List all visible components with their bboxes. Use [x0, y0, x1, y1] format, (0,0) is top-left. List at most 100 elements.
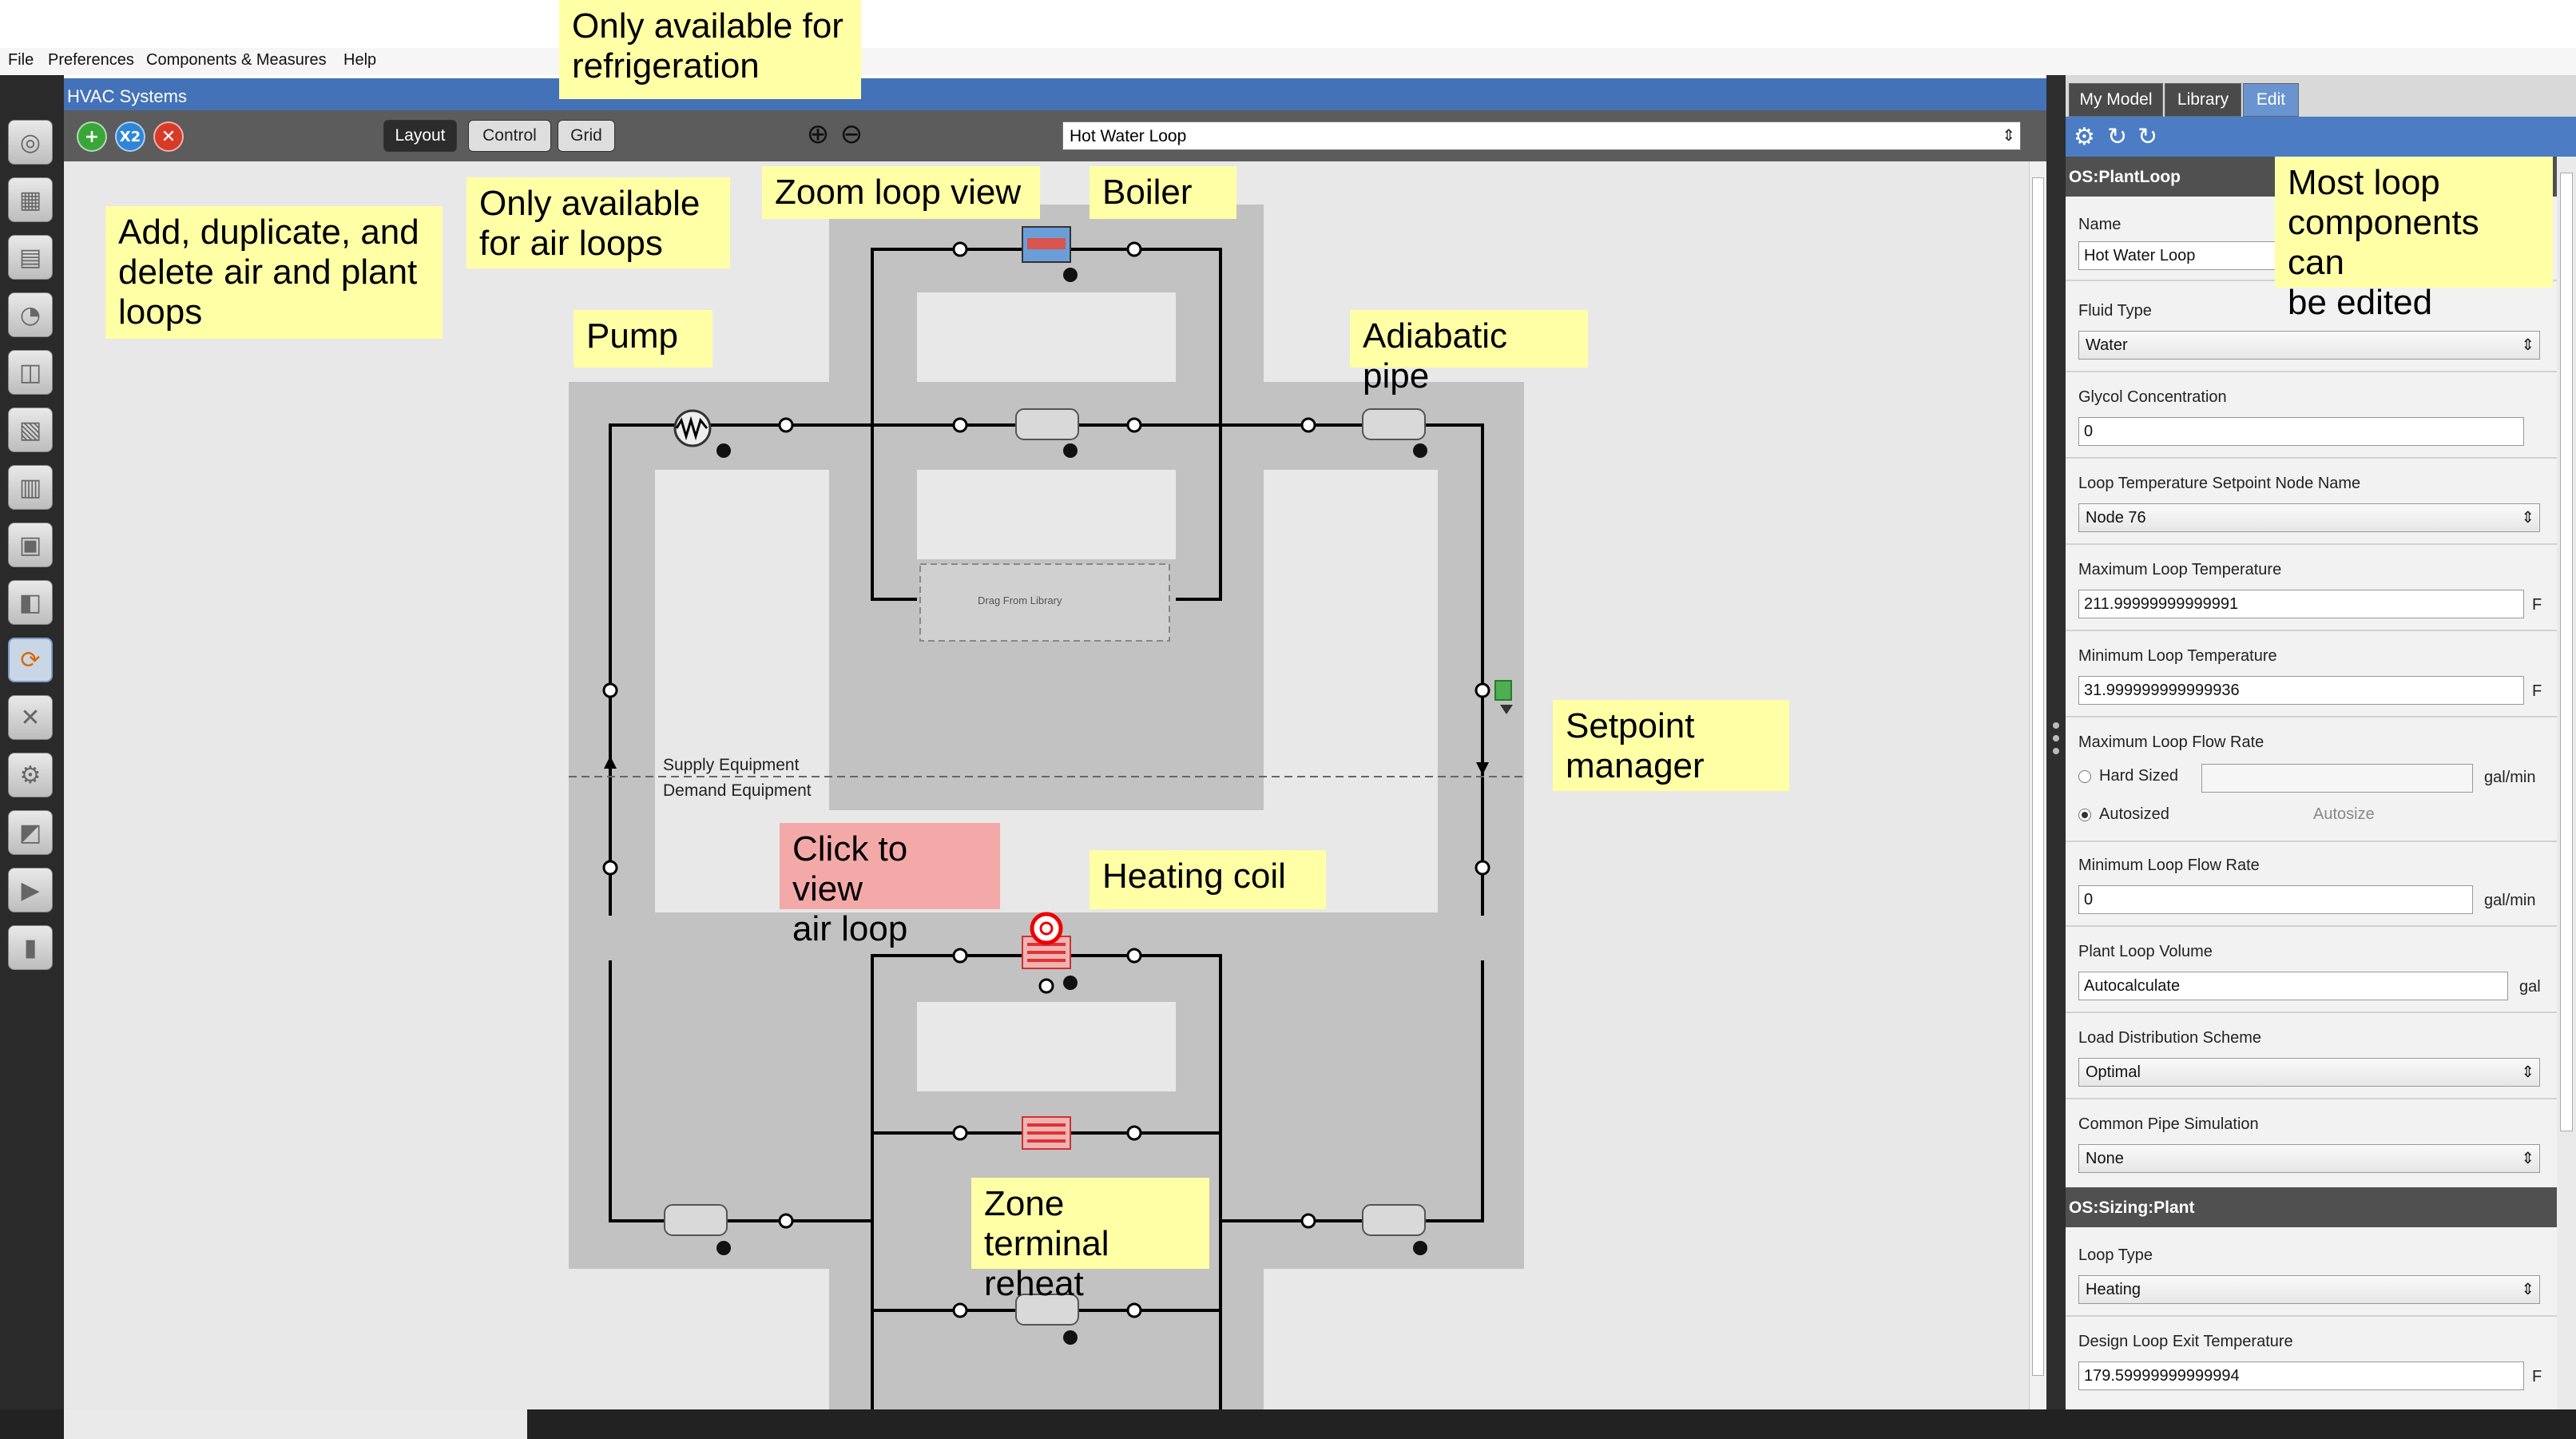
select-arrow-icon: ⇕	[2002, 125, 2015, 145]
pump-icon[interactable]	[673, 409, 712, 447]
schedules-icon[interactable]: ▦	[8, 177, 53, 222]
min-temp-label: Minimum Loop Temperature	[2078, 647, 2277, 665]
menu-help[interactable]: Help	[343, 51, 377, 69]
thermal-zones-icon[interactable]: ◧	[8, 580, 53, 625]
setpoint-node-select[interactable]: Node 76⇕	[2078, 503, 2540, 532]
callout-adiabatic-pipe: Adiabatic pipe	[1350, 310, 1588, 396]
measures-icon[interactable]: ◩	[8, 810, 53, 855]
load-distribution-value: Optimal	[2086, 1063, 2141, 1081]
loads-icon[interactable]: ◔	[8, 292, 53, 337]
simulation-settings-icon[interactable]: ⚙	[8, 753, 53, 797]
add-loop-button[interactable]: +	[77, 121, 107, 152]
loop-type-value: Heating	[2086, 1281, 2141, 1298]
select-arrow-icon: ⇕	[2521, 1148, 2534, 1167]
layout-button[interactable]: Layout	[383, 120, 457, 152]
load-distribution-select[interactable]: Optimal ⇕	[2078, 1058, 2540, 1087]
refresh-icon[interactable]: ↻	[2137, 123, 2158, 151]
callout-refrigeration: Only available for refrigeration	[559, 0, 861, 99]
zoom-in-icon[interactable]: ⊕	[806, 118, 830, 150]
autosized-label: Autosized	[2099, 805, 2169, 823]
divider	[2066, 457, 2557, 459]
loop-select[interactable]: Hot Water Loop ⇕	[1062, 121, 2021, 150]
site-icon[interactable]: ◎	[8, 120, 53, 165]
panel-splitter[interactable]	[2046, 75, 2066, 1409]
hvac-toolbar: + X2 ✕ Layout Control Grid ⊕ ⊖ Hot Water…	[64, 110, 2046, 161]
glycol-field[interactable]: 0	[2078, 417, 2524, 446]
left-nav-rail: ◎ ▦ ▤ ◔ ◫ ▧ ▥ ▣ ◧ ⟳ ✕ ⚙ ◩ ▶ ▮	[0, 75, 64, 1409]
spaces-icon[interactable]: ▣	[8, 523, 53, 567]
max-flow-unit: gal/min	[2484, 769, 2536, 786]
tab-my-model[interactable]: My Model	[2069, 83, 2163, 117]
callout-zone-reheat: Zone terminal reheat	[971, 1178, 1209, 1303]
max-temp-label: Maximum Loop Temperature	[2078, 561, 2282, 578]
callout-zoom: Zoom loop view	[762, 166, 1040, 219]
divider	[2066, 630, 2557, 631]
edit-toolbar: ⚙ ↻ ↻	[2066, 117, 2576, 157]
gear-icon[interactable]: ⚙	[2074, 123, 2095, 151]
design-exit-temp-field[interactable]: 179.59999999999994	[2078, 1361, 2524, 1390]
autosized-radio[interactable]	[2078, 809, 2091, 821]
control-button[interactable]: Control	[468, 120, 551, 152]
grid-button[interactable]: Grid	[558, 120, 615, 152]
splitter-grip-icon	[2053, 722, 2059, 729]
adiabatic-pipe-icons	[664, 408, 1426, 1326]
loop-diagram	[569, 205, 1524, 1409]
output-variables-icon[interactable]: ✕	[8, 695, 53, 740]
callout-click-air-loop: Click to view air loop	[780, 823, 1000, 948]
fluid-type-select[interactable]: Water⇕	[2078, 331, 2540, 360]
facility-icon[interactable]: ▥	[8, 465, 53, 510]
setpoint-manager-icon[interactable]	[1494, 680, 1513, 714]
constructions-icon[interactable]: ▤	[8, 235, 53, 280]
common-pipe-select[interactable]: None⇕	[2078, 1144, 2540, 1173]
properties-scrollbar-thumb[interactable]	[2560, 173, 2573, 1131]
menu-components-measures[interactable]: Components & Measures	[146, 51, 327, 69]
space-types-icon[interactable]: ◫	[8, 350, 53, 395]
callout-air-loops-only: Only available for air loops	[466, 177, 730, 268]
delete-component-icons[interactable]	[716, 268, 1427, 1345]
canvas-scrollbar[interactable]	[2029, 161, 2046, 1409]
max-temp-unit: F	[2532, 596, 2542, 614]
select-arrow-icon: ⇕	[2521, 1279, 2534, 1298]
properties-scrollbar[interactable]	[2557, 157, 2576, 1409]
max-temp-field[interactable]: 211.99999999999991	[2078, 590, 2524, 618]
loop-type-label: Loop Type	[2078, 1246, 2153, 1264]
air-loop-link-icon[interactable]	[1030, 912, 1063, 945]
volume-field[interactable]: Autocalculate	[2078, 972, 2508, 1000]
hvac-systems-icon[interactable]: ⟳	[8, 638, 53, 682]
min-flow-field[interactable]: 0	[2078, 885, 2473, 914]
callout-heating-coil: Heating coil	[1090, 850, 1326, 909]
supply-equipment-label: Supply Equipment	[663, 756, 800, 774]
refresh-icon[interactable]: ↻	[2107, 123, 2128, 151]
run-simulation-icon[interactable]: ▶	[8, 868, 53, 912]
min-temp-field[interactable]: 31.999999999999936	[2078, 676, 2524, 705]
max-flow-field[interactable]	[2201, 764, 2473, 793]
boiler-icon[interactable]	[1022, 226, 1071, 263]
select-arrow-icon: ⇕	[2521, 1062, 2534, 1081]
tab-edit[interactable]: Edit	[2243, 83, 2299, 117]
glycol-label: Glycol Concentration	[2078, 388, 2227, 406]
tab-library[interactable]: Library	[2165, 83, 2241, 117]
drag-from-library-dropzone[interactable]	[919, 563, 1170, 642]
divider	[2066, 925, 2557, 927]
volume-label: Plant Loop Volume	[2078, 943, 2213, 960]
delete-loop-button[interactable]: ✕	[153, 121, 184, 152]
load-distribution-label: Load Distribution Scheme	[2078, 1029, 2262, 1047]
hard-sized-radio[interactable]	[2078, 770, 2091, 783]
plus-icon: +	[84, 126, 100, 147]
autosize-text: Autosize	[2313, 805, 2375, 823]
canvas-scrollbar-thumb[interactable]	[2032, 177, 2044, 1376]
zoom-out-icon[interactable]: ⊖	[839, 118, 863, 150]
duplicate-loop-button[interactable]: X2	[115, 121, 145, 152]
section-header-sizing-plant: OS:Sizing:Plant	[2066, 1187, 2557, 1227]
zone-reheat-coil-icon[interactable]	[1022, 1116, 1071, 1150]
loop-type-select[interactable]: Heating ⇕	[2078, 1275, 2540, 1304]
name-label: Name	[2078, 216, 2122, 233]
geometry-icon[interactable]: ▧	[8, 407, 53, 452]
menu-bar: File Preferences Components & Measures H…	[0, 48, 2576, 75]
menu-preferences[interactable]: Preferences	[48, 51, 134, 69]
results-summary-icon[interactable]: ▮	[8, 925, 53, 970]
menu-file[interactable]: File	[8, 51, 34, 69]
fluid-type-value: Water	[2086, 336, 2128, 354]
name-field[interactable]: Hot Water Loop	[2078, 241, 2286, 270]
divider	[2066, 371, 2557, 372]
